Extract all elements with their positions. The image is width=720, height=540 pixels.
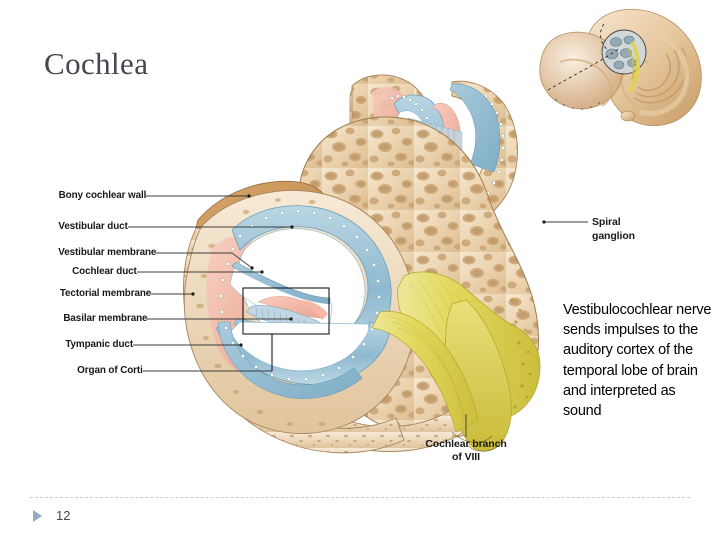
label-tympanic-duct: Tympanic duct	[65, 338, 133, 350]
label-spiral-ganglion-line2: ganglion	[592, 230, 635, 242]
label-cochlear-branch-line1: Cochlear branch	[425, 438, 507, 450]
label-cochlear-branch-of-viii: Cochlear branch of VIII	[396, 438, 536, 464]
organ-of-corti-box	[242, 287, 330, 371]
footer-bullet-triangle-icon	[33, 510, 42, 522]
label-cochlear-duct: Cochlear duct	[72, 265, 137, 277]
label-bony-cochlear-wall: Bony cochlear wall	[58, 189, 146, 201]
label-organ-of-corti: Organ of Corti	[77, 364, 143, 376]
label-cochlear-branch-line2: of VIII	[452, 451, 480, 463]
label-basilar-membrane: Basilar membrane	[62, 312, 147, 324]
leader-lines	[128, 195, 588, 437]
leader-dots	[191, 194, 546, 347]
cochlea-illustration	[128, 8, 702, 454]
page-number: 12	[56, 508, 71, 523]
label-vestibular-membrane: Vestibular membrane	[57, 246, 156, 258]
label-spiral-ganglion: Spiral ganglion	[592, 215, 635, 243]
label-spiral-ganglion-line1: Spiral	[592, 216, 621, 228]
page-title: Cochlea	[44, 46, 149, 81]
label-vestibular-duct: Vestibular duct	[58, 220, 128, 232]
label-tectorial-membrane: Tectorial membrane	[59, 287, 151, 299]
cochlea-spiral-inset	[539, 8, 702, 127]
cochlear-nerve	[371, 271, 541, 452]
footer-divider	[30, 497, 690, 498]
body-paragraph: Vestibulocochlear nerve sends impulses t…	[563, 302, 712, 420]
